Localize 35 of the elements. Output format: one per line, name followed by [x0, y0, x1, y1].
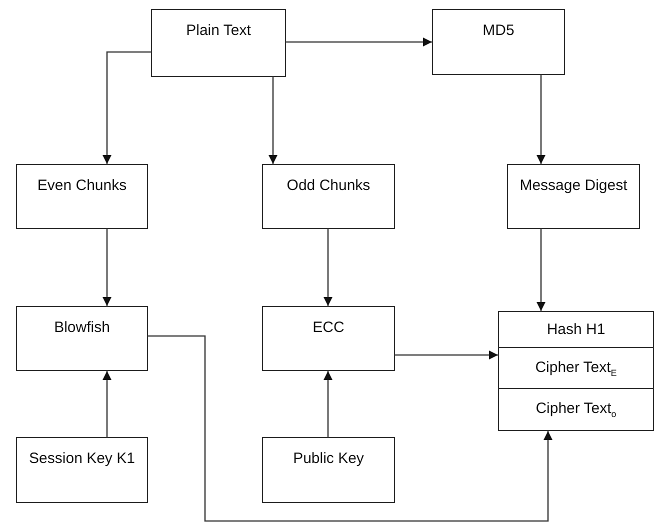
node-label: MD5	[482, 21, 514, 41]
node-label: Message Digest	[520, 176, 628, 196]
process-box	[16, 306, 148, 371]
node-label: Cipher Text$_{E}$	[535, 358, 617, 380]
node-label: Blowfish	[54, 318, 110, 338]
process-box	[498, 388, 654, 431]
node-label: Plain Text	[186, 21, 251, 41]
node-label: Session Key K1	[29, 449, 135, 469]
arrow	[536, 229, 546, 311]
node-label: Even Chunks	[37, 176, 127, 196]
process-box	[262, 437, 395, 503]
arrow	[324, 371, 332, 437]
process-box	[262, 306, 395, 371]
node-label: Cipher Text$_{o}$	[536, 399, 616, 421]
process-box	[262, 164, 395, 229]
arrow	[102, 51, 151, 164]
arrow	[102, 229, 112, 306]
node-label: Hash H1	[546, 320, 606, 340]
process-box	[498, 347, 654, 389]
arrow	[268, 77, 278, 164]
process-box	[151, 9, 286, 77]
arrow	[102, 371, 112, 437]
node-label: ECC	[312, 318, 344, 338]
process-box	[16, 437, 148, 503]
arrow	[395, 350, 498, 360]
node-label: Public Key	[293, 449, 364, 469]
process-box	[432, 9, 565, 75]
arrow	[286, 38, 432, 46]
arrow	[536, 75, 546, 164]
process-box	[16, 164, 148, 229]
node-label: Odd Chunks	[286, 176, 370, 196]
arrow	[324, 229, 332, 306]
arrow	[148, 335, 552, 522]
process-box	[507, 164, 640, 229]
process-box	[498, 311, 654, 348]
